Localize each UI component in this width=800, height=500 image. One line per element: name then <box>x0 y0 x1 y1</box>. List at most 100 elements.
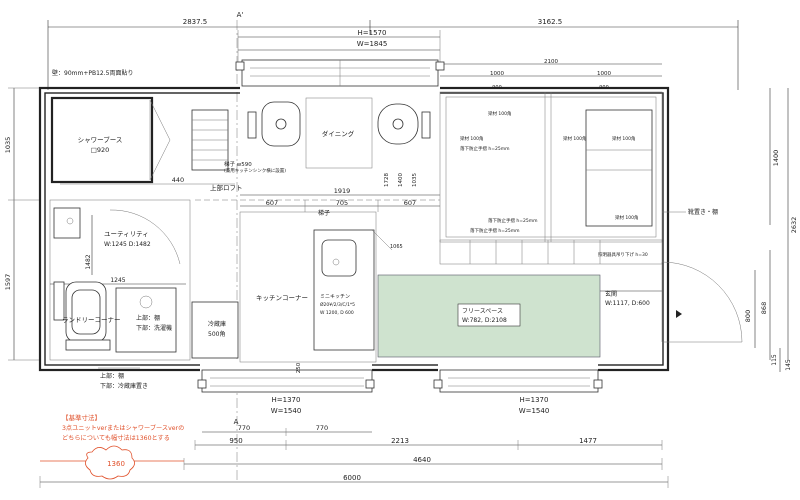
free-space-size: W:782, D:2108 <box>462 317 507 324</box>
shower-label: シャワーブース <box>78 135 123 144</box>
ladder: 梯子 w590 (兼用キッチンシンク横に設置) <box>191 109 286 174</box>
beam-3: 梁材 100角 <box>563 135 587 142</box>
dim-607a: 607 <box>266 199 278 207</box>
dim-607b: 607 <box>404 199 416 207</box>
dim-1065: 1065 <box>390 244 403 250</box>
window-top-w: W=1845 <box>357 40 388 48</box>
note-line2: どちらについても幅寸法は1360とする <box>62 434 170 442</box>
dining: ダイニング <box>247 97 431 169</box>
fridge-size: 500角 <box>208 330 225 338</box>
beam-5: 梁材 100角 <box>615 214 639 221</box>
dim-left-1035: 1035 <box>4 137 12 154</box>
upper-shelf-1: 上部：棚 <box>136 314 160 322</box>
dim-6000: 6000 <box>343 474 361 482</box>
loft-area: 2100 1000 1000 900 900 梁材 100角 梁材 100角 梁… <box>439 59 718 258</box>
dim-1919: 1919 <box>334 187 351 195</box>
dim-right-800: 800 <box>744 310 752 322</box>
left-dimension: 1035 1597 <box>4 87 40 361</box>
fridge-label: 冷蔵庫 <box>208 320 226 328</box>
column-markers <box>197 61 603 389</box>
reference-note: 【基準寸法】 3点ユニットverまたはシャワーブースverの どちらについても幅… <box>40 413 184 480</box>
loft-upper: 上部ロフト <box>210 183 243 192</box>
bottom-window-dims: H=1370 W=1540 H=1370 W=1540 A 770 770 95… <box>39 396 669 488</box>
entrance-label: 玄関 <box>605 290 617 298</box>
lower-washer: 下部：洗濯機 <box>136 324 172 332</box>
ladder-label: 梯子 w590 <box>224 160 252 168</box>
utility-size: W:1245 D:1482 <box>104 241 151 248</box>
handrail-1: 落下防止手摺 h=25mm <box>460 145 510 152</box>
shower-size: □920 <box>91 146 110 154</box>
dim-440: 440 <box>172 176 184 184</box>
dim-900b: 900 <box>599 85 609 91</box>
mid-dimensions: 1919 607 705 607 1728 1400 1035 <box>240 173 440 212</box>
mini-kitchen-size: W 1200, D 600 <box>320 310 354 316</box>
dim-1482: 1482 <box>85 254 92 269</box>
top-window-dimension: H=1570 W=1845 <box>237 29 441 62</box>
top-dimension: 2837.5 3162.5 A' <box>47 11 739 480</box>
window-bl-h: H=1370 <box>272 396 301 404</box>
kitchen: キッチンコーナー ミニキッチン Ø20¥/2/3/C/1*5 W 1200, D… <box>239 209 403 363</box>
right-dimension: 1400 2632 868 800 115 145 <box>744 88 798 372</box>
laundry-label: ランドリーコーナー <box>62 316 121 324</box>
dim-2100-top: 2100 <box>544 59 558 65</box>
shoe-rack-label: 靴置き・棚 <box>688 208 718 216</box>
dim-right-145: 145 <box>785 359 792 371</box>
dim-705: 705 <box>336 199 348 207</box>
dim-900a: 900 <box>492 85 502 91</box>
ladder-note: (兼用キッチンシンク横に設置) <box>224 167 286 174</box>
dim-top-right: 3162.5 <box>538 18 563 26</box>
beam-4: 梁材 100角 <box>612 135 636 142</box>
dim-1000b: 1000 <box>597 71 611 77</box>
dim-top-left: 2837.5 <box>183 18 208 26</box>
dim-770a: 770 <box>238 424 250 432</box>
dim-950: 950 <box>229 437 242 445</box>
dim-250i: 250 <box>296 362 302 373</box>
cloud-value: 1360 <box>107 460 125 468</box>
free-space: フリースペース W:782, D:2108 <box>377 274 601 358</box>
dim-1400v: 1400 <box>398 173 404 187</box>
utility-label: ユーティリティ <box>104 230 149 238</box>
entrance-size: W:1117, D:600 <box>605 300 650 307</box>
dim-right-2632: 2632 <box>790 217 798 234</box>
dim-1245: 1245 <box>110 277 125 284</box>
note-line1: 3点ユニットverまたはシャワーブースverの <box>62 424 184 432</box>
beam-1: 梁材 100角 <box>488 110 512 117</box>
dim-right-115: 115 <box>771 354 778 366</box>
dim-1477: 1477 <box>579 437 597 445</box>
dim-right-1400: 1400 <box>772 150 780 167</box>
window-br-w: W=1540 <box>519 407 550 415</box>
mini-kitchen-label: ミニキッチン <box>320 294 350 300</box>
dim-4640: 4640 <box>413 456 431 464</box>
dim-2213: 2213 <box>391 437 409 445</box>
dim-1000a: 1000 <box>490 71 504 77</box>
free-space-label: フリースペース <box>462 308 503 315</box>
wall-note: 壁：90mm+PB12.5両面貼り <box>52 69 133 77</box>
dining-label: ダイニング <box>322 129 355 138</box>
dim-left-1597: 1597 <box>4 274 12 291</box>
dim-770b: 770 <box>316 424 328 432</box>
beam-2: 梁材 100角 <box>460 135 484 142</box>
mini-kitchen-model: Ø20¥/2/3/C/1*5 <box>320 301 355 308</box>
kitchen-corner-label: キッチンコーナー <box>256 294 308 302</box>
handrail-2: 落下防止手摺 h=25mm <box>488 217 538 224</box>
shower-booth: シャワーブース □920 <box>50 96 171 184</box>
note-title: 【基準寸法】 <box>62 413 101 422</box>
dim-1728: 1728 <box>384 173 390 187</box>
dim-right-868: 868 <box>760 302 768 314</box>
utility: ユーティリティ W:1245 D:1482 1482 1245 ランドリーコーナ… <box>49 199 191 390</box>
cloud-marker <box>85 445 135 480</box>
section-marker-top: A' <box>237 11 244 19</box>
pendant-note: 照明器具吊り下げ h=30 <box>598 251 648 258</box>
ladder-2-label: 梯子 <box>318 209 330 217</box>
outer-walls <box>38 59 670 393</box>
window-bl-w: W=1540 <box>271 407 302 415</box>
entrance: 玄関 W:1117, D:600 <box>605 261 743 343</box>
upper-shelf-2: 上部：棚 <box>100 372 124 380</box>
lower-fridge-space: 下部：冷蔵庫置き <box>100 382 148 390</box>
section-marker-bottom: A <box>234 418 239 426</box>
handrail-3: 落下防止手摺 h=25mm <box>470 227 520 234</box>
dim-1035v: 1035 <box>412 173 418 187</box>
window-top-h: H=1570 <box>358 29 387 37</box>
fridge: 冷蔵庫 500角 <box>191 301 239 359</box>
